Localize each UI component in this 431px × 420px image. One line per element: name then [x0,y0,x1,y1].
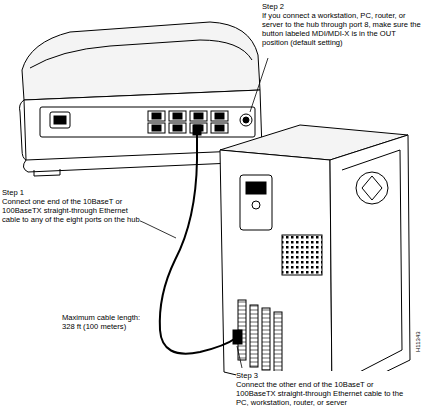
hub-port [169,123,186,133]
hub-port [190,111,207,121]
ethernet-cable [160,130,236,354]
step-heading: Step 1 [2,188,142,197]
step-text: Connect one end of the 10BaseT or 100Bas… [2,197,140,224]
figure-number: H11343 [414,312,423,352]
hub-port [148,123,165,133]
hub-port [148,111,165,121]
step-text: Connect the other end of the 10BaseT or … [236,380,408,407]
step-heading: Step 3 [236,371,411,380]
hub-port [211,111,228,121]
rj45-plug [193,125,201,135]
pc-tower [220,125,410,398]
dimension-note: Maximum cable length: 328 ft (100 meters… [62,313,146,331]
hub-port [169,111,186,121]
hub-port [211,123,228,133]
step-heading: Step 2 [262,2,427,11]
step-text: If you connect a workstation, PC, router… [262,11,422,47]
